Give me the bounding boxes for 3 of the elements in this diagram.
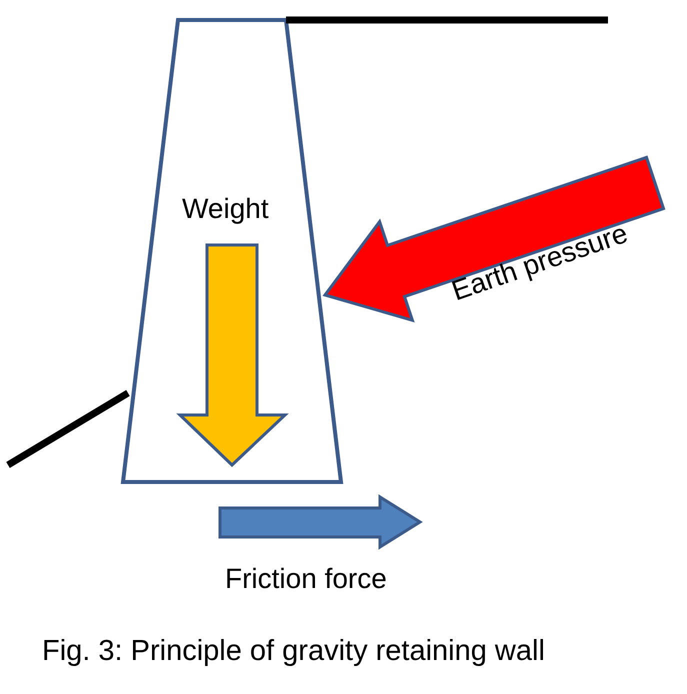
figure-caption: Fig. 3: Principle of gravity retaining wall — [42, 636, 545, 668]
force-label: Friction force — [225, 564, 387, 595]
force-label: Weight — [182, 194, 269, 225]
